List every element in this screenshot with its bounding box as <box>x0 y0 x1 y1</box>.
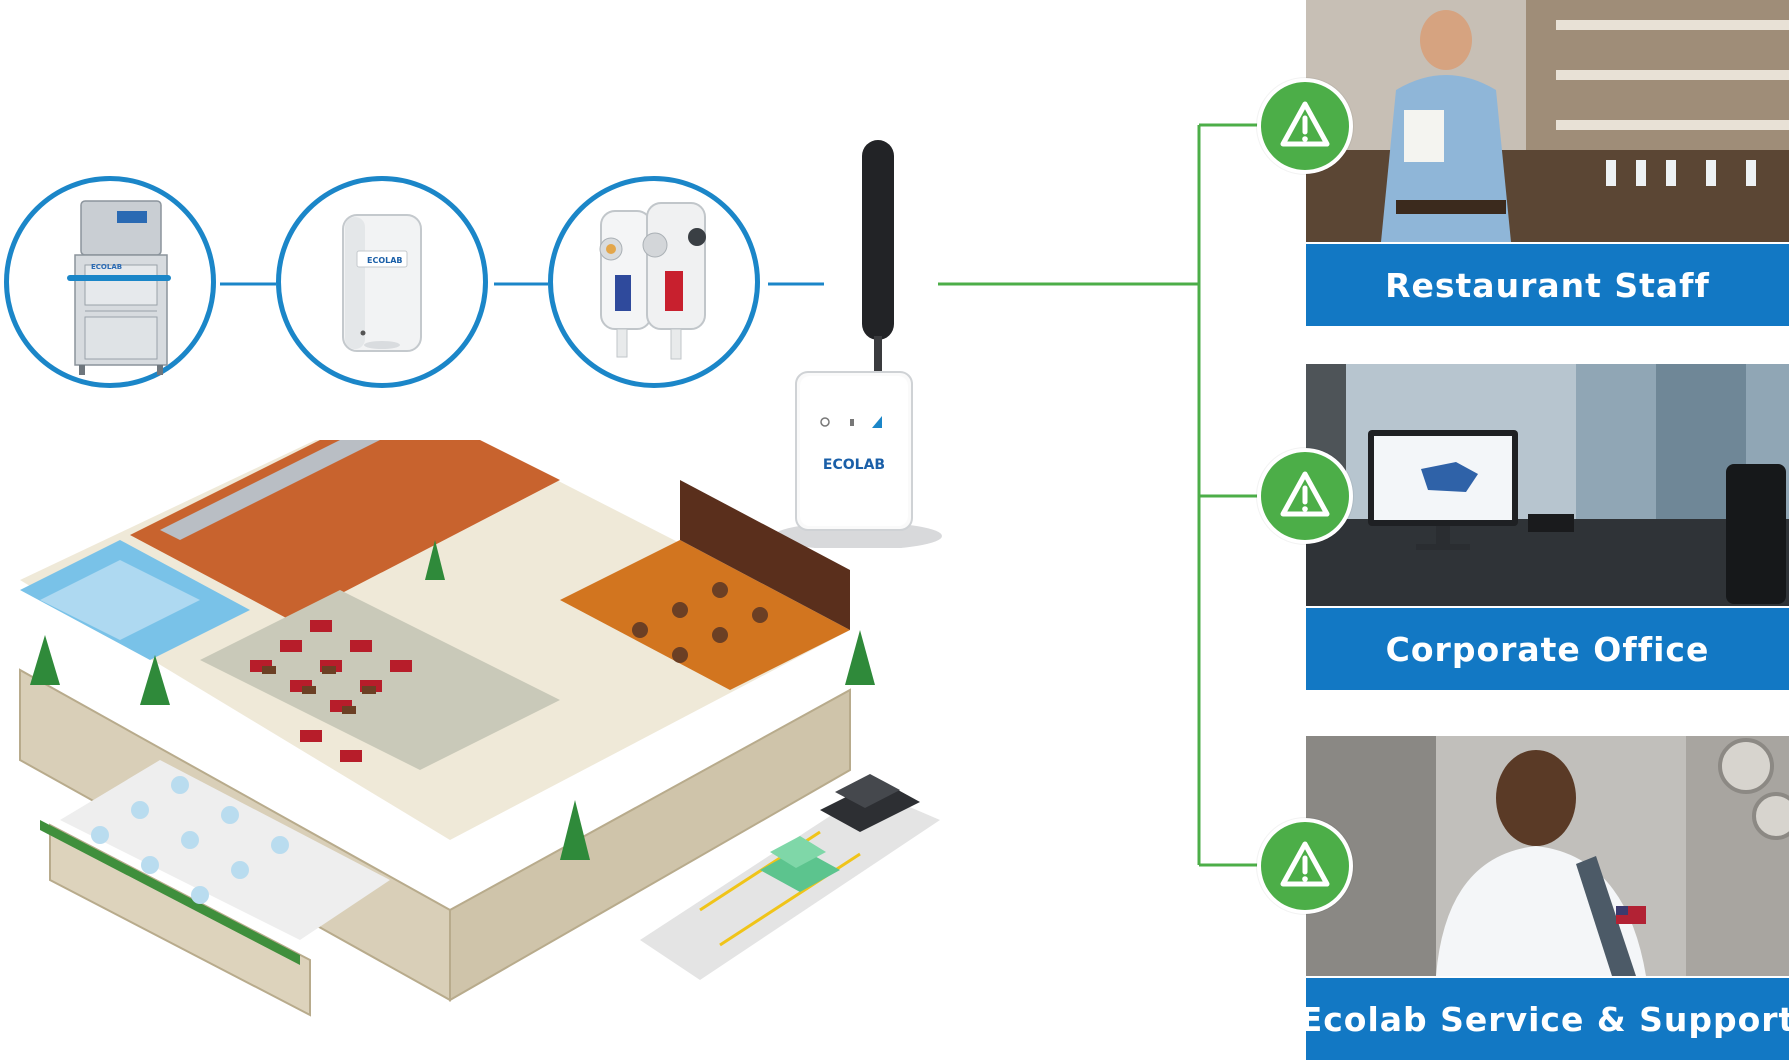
warning-icon <box>1257 448 1353 544</box>
car-black <box>820 774 920 832</box>
restaurant-floorplan-icon <box>19 440 940 1017</box>
soap-dispenser-device: ECOLAB <box>276 176 488 388</box>
restaurant-staff-photo <box>1306 0 1789 242</box>
warning-icon <box>1257 78 1353 174</box>
service-technician-photo <box>1306 736 1789 976</box>
warning-icon <box>1257 818 1353 914</box>
recipient-card-service-support: Ecolab Service & Support <box>1300 736 1789 1061</box>
recipient-label-service-support: Ecolab Service & Support <box>1300 978 1789 1060</box>
gateway-device: ECOLAB <box>770 140 946 548</box>
dishmachine-device: ECOLAB <box>4 176 216 388</box>
recipient-card-restaurant-staff: Restaurant Staff <box>1306 0 1789 326</box>
chemical-dispenser-device <box>548 176 760 388</box>
dishmachine-brand-label: ECOLAB <box>91 263 123 271</box>
soap-dispenser-icon <box>342 214 422 352</box>
cellular-gateway-icon <box>774 140 942 548</box>
dishmachine-icon <box>67 200 171 375</box>
car-green <box>760 836 840 892</box>
soap-dispenser-brand-label: ECOLAB <box>367 256 403 265</box>
recipient-label-corporate-office: Corporate Office <box>1306 608 1789 690</box>
corporate-office-photo <box>1306 364 1789 606</box>
recipient-label-restaurant-staff: Restaurant Staff <box>1306 244 1789 326</box>
recipient-card-corporate-office: Corporate Office <box>1306 364 1789 690</box>
chemical-dispenser-icon <box>599 202 706 360</box>
gateway-brand-label: ECOLAB <box>822 457 886 473</box>
